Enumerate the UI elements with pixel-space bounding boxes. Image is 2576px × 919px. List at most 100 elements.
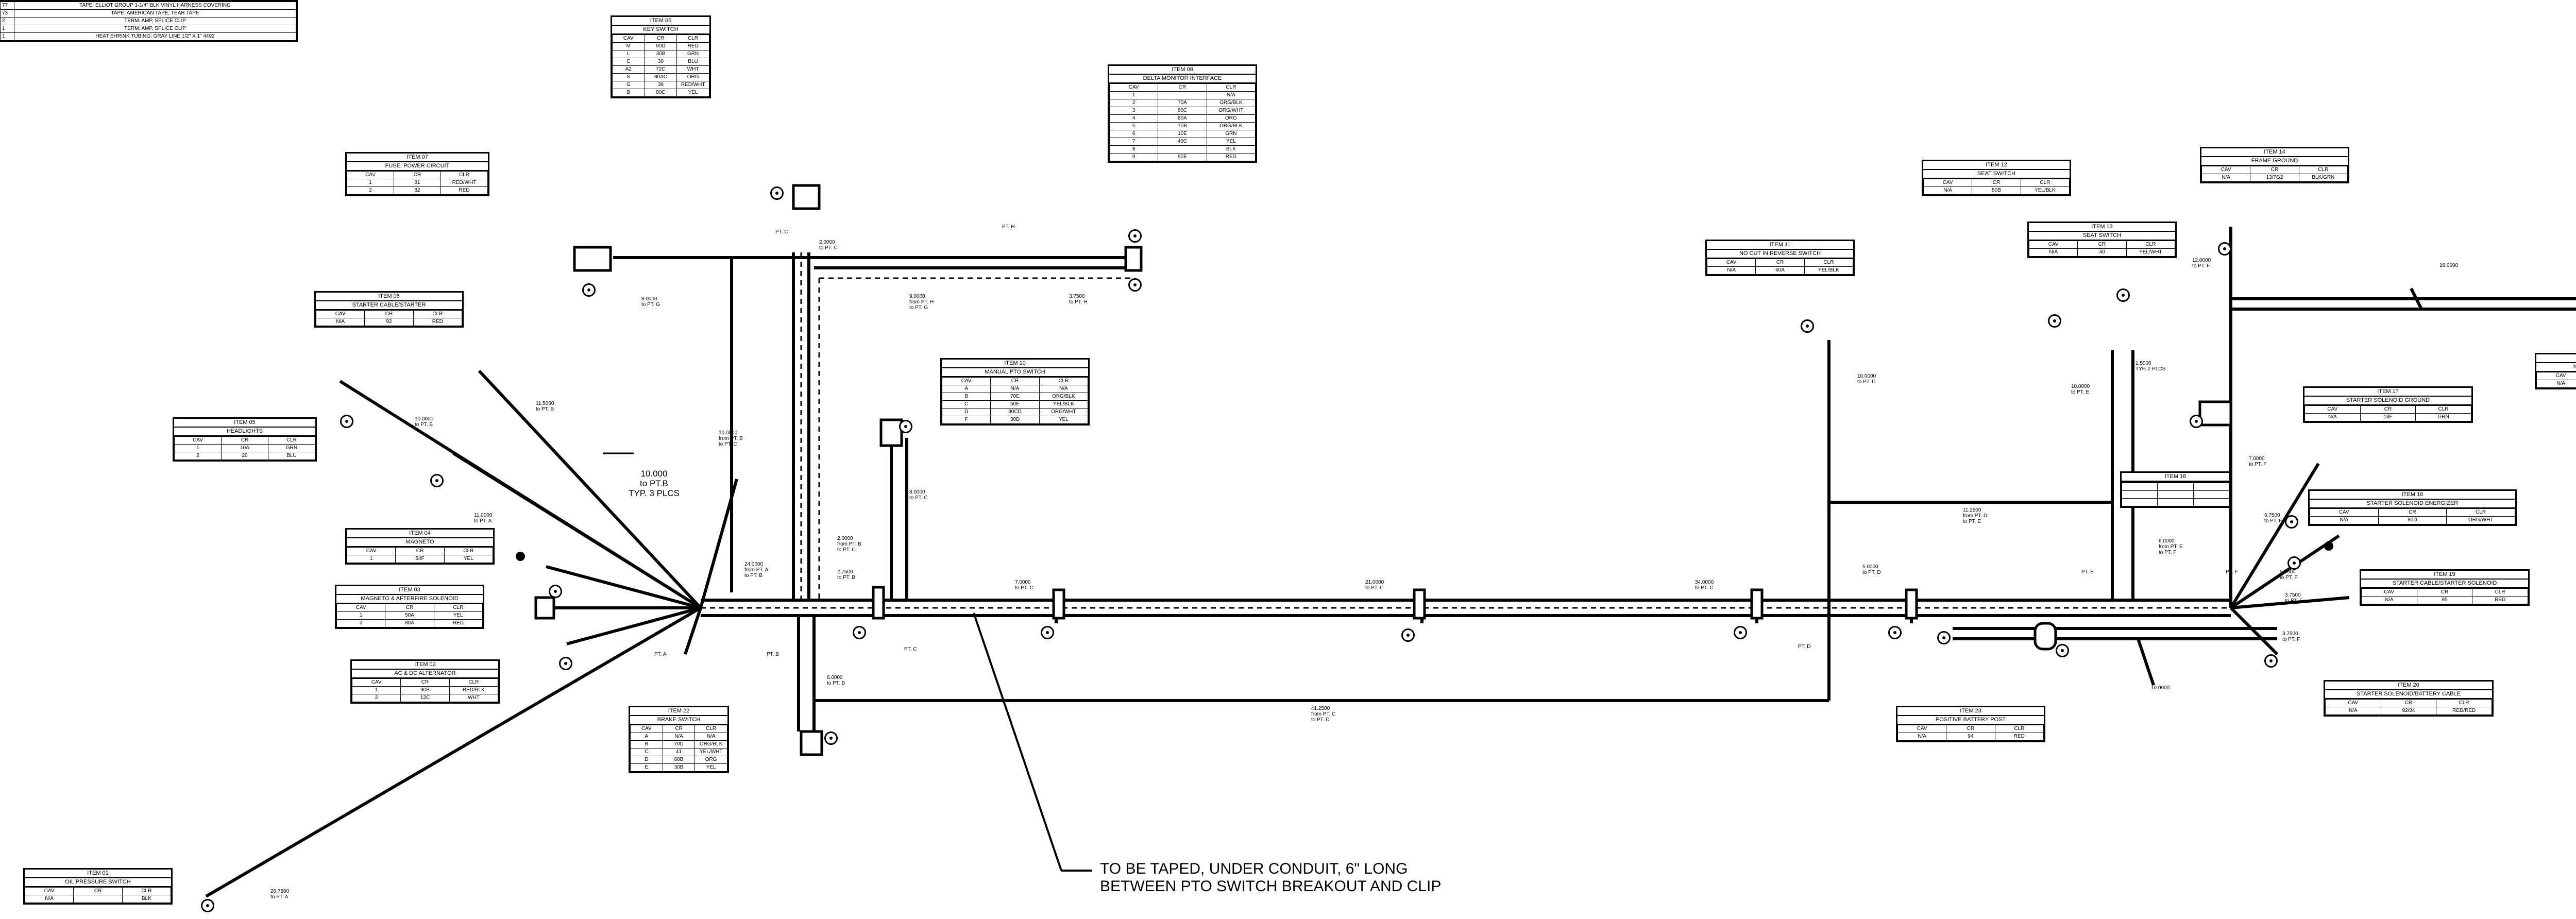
table-title: ITEM 06: [612, 17, 709, 26]
bom-qty: 77: [0, 2, 14, 10]
table-cell: CAV: [346, 547, 396, 555]
table-cell: WHT: [449, 694, 499, 702]
table-subtitle: STARTER CABLE/STARTER: [316, 301, 462, 310]
table-cell: 1: [1109, 91, 1159, 99]
table-cell: B: [612, 89, 645, 97]
table-cell: 2: [174, 452, 222, 460]
reference-circle: [340, 415, 353, 428]
table-cell: S: [612, 73, 645, 81]
table-subtitle: NO CUT IN REVERSE SWITCH: [1707, 250, 1853, 259]
table-cell: N/A: [1706, 266, 1756, 275]
table-subtitle: SEAT SWITCH: [2029, 232, 2175, 241]
table-cell: N/A: [2304, 413, 2361, 421]
table-cell: 80B: [662, 756, 696, 764]
table-cell: N/A: [2536, 380, 2576, 388]
dimension-label: PT. F: [2226, 569, 2238, 575]
table-cell: CR: [221, 436, 268, 445]
table-cell: 80A: [1158, 114, 1207, 123]
table-cell: 60A: [1755, 266, 1805, 275]
reference-circle: [1937, 631, 1951, 644]
table-title: ITEM 22: [630, 707, 727, 716]
table-cell: N/A: [2028, 248, 2078, 257]
dimension-label: 1.5000 TYP. 2 PLCS: [2136, 361, 2166, 372]
dimension-label: 10.0000 to PT. E: [2071, 384, 2090, 395]
table-cell: 80D: [2378, 516, 2447, 524]
table-cell: 12C: [400, 694, 450, 702]
reference-circle: [824, 731, 838, 745]
table-cell: CLR: [268, 436, 315, 445]
table-cell: YEL: [433, 611, 483, 620]
table-cell: B: [941, 393, 991, 401]
table-cell: 40: [2077, 248, 2127, 257]
table-subtitle: KEY SWITCH: [612, 26, 709, 35]
dimension-label: 2.0000 to PT. C: [819, 240, 838, 251]
table-cell: 72C: [644, 65, 677, 74]
dimension-label: 11.2500 from PT. D to PT. E: [1963, 507, 1988, 524]
reference-circle: [1401, 628, 1415, 642]
table-cell: CR: [2416, 588, 2473, 597]
table-cell: 50A: [385, 611, 434, 620]
dimension-label: 10.0000: [2151, 685, 2170, 691]
dimension-label: 5.7500 to PT. F: [2280, 569, 2298, 581]
table-cell: N/A: [2361, 596, 2417, 604]
table-cell: CLR: [2446, 508, 2515, 517]
table-title: ITEM 05: [174, 419, 315, 428]
table-cell: 20: [221, 452, 268, 460]
table-cell: CAV: [347, 171, 394, 179]
table-cell: N/A: [694, 733, 727, 741]
table-cell: A2: [612, 65, 645, 74]
table-cell: 54F: [395, 555, 445, 563]
table-cell: 13F: [2360, 413, 2416, 421]
table-cell: CR: [385, 604, 434, 612]
dimension-label: 6.0000 to PT. B: [827, 675, 845, 686]
table-cell: CR: [662, 725, 696, 733]
dimension-label: PT. B: [767, 652, 779, 657]
table-cell: CAV: [1109, 83, 1159, 92]
table-cell: CR: [1755, 259, 1805, 267]
table-subtitle: POSITIVE BATTERY POST: [1897, 716, 2044, 725]
bom-qty: 1: [0, 32, 14, 41]
table-cell: 80C: [1158, 107, 1207, 115]
table-cell: ORG/WHT: [1206, 107, 1256, 115]
reference-circle: [201, 899, 214, 912]
table-cell: CAV: [24, 887, 74, 895]
table-cell: YEL: [1206, 138, 1256, 146]
dimension-label: 2.7500 to PT. B: [837, 569, 856, 581]
bom-qty: 73: [0, 9, 14, 18]
table-subtitle: DELTA MONITOR INTERFACE: [1109, 75, 1256, 83]
bom-description: TERM: AMP, SPLICE CLIP: [14, 25, 296, 33]
table-cell: 1: [336, 611, 386, 620]
table-cell: 90B: [400, 686, 450, 694]
reference-circle: [1041, 626, 1054, 639]
table-cell: CAV: [2304, 405, 2361, 414]
table-row: [2121, 498, 2230, 506]
table-cell: RED/WHT: [440, 179, 488, 187]
table-cell: [1158, 91, 1207, 99]
reference-circle: [899, 420, 912, 433]
